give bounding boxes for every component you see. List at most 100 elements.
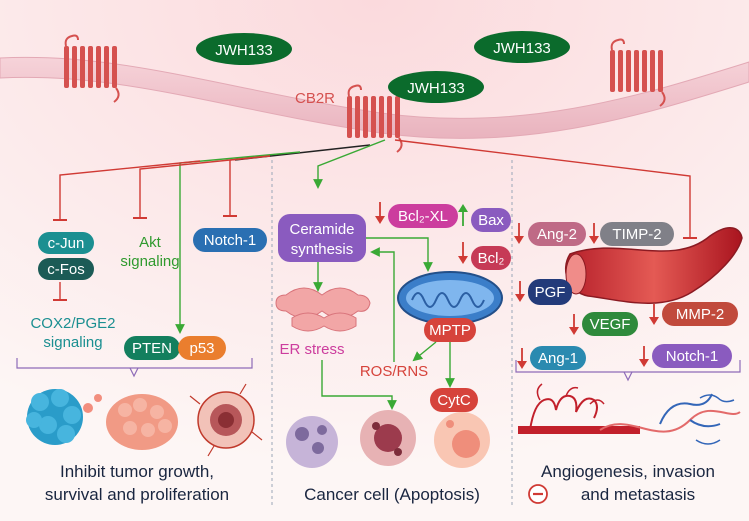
receptor-signal-lines (53, 139, 697, 334)
pill-ang2: Ang-2 (528, 222, 586, 246)
svg-text:Bax: Bax (478, 212, 504, 229)
er-icon (275, 287, 371, 332)
transmembrane-helix (80, 46, 85, 88)
svg-text:Bcl₂: Bcl₂ (478, 250, 505, 267)
right-outcome-line2: and metastasis (581, 485, 695, 504)
pill-cjun: c-Jun (38, 232, 94, 254)
svg-text:MPTP: MPTP (429, 322, 471, 339)
middle-green-arrows (313, 237, 455, 410)
arrow-down-bcl2-icon (458, 242, 468, 264)
arrow-up-bax-icon (458, 204, 468, 226)
pill-notch1-left: Notch-1 (193, 228, 267, 252)
down-arrow-head-icon (569, 327, 579, 335)
ros-label: ROS/RNS (360, 363, 428, 380)
down-arrow-head-icon (515, 294, 525, 302)
minus-icon (528, 484, 548, 504)
cb2r-receptor-right-icon (610, 38, 666, 107)
pill-bclxl: Bcl₂-XL (388, 204, 458, 228)
pill-vegf: VEGF (582, 312, 638, 336)
transmembrane-helix (371, 96, 376, 138)
svg-text:MMP-2: MMP-2 (676, 306, 724, 323)
ceramide-box: Ceramide synthesis (278, 214, 366, 262)
pill-mmp2: MMP-2 (662, 302, 738, 326)
pill-bcl2: Bcl₂ (471, 246, 511, 270)
svg-text:PTEN: PTEN (132, 340, 172, 357)
svg-text:JWH133: JWH133 (407, 80, 465, 97)
svg-text:CytC: CytC (437, 392, 471, 409)
down-arrow-head-icon (639, 359, 649, 367)
ligand-jwh133-center: JWH133 (388, 71, 484, 103)
transmembrane-helix (363, 96, 368, 138)
pill-p53: p53 (178, 336, 226, 360)
transmembrane-helix (379, 96, 384, 138)
transmembrane-helix (395, 96, 400, 138)
pill-notch1-right: Notch-1 (652, 344, 732, 368)
tumor-cluster-pink-icon (106, 394, 178, 450)
pill-cytc: CytC (430, 388, 478, 412)
svg-text:VEGF: VEGF (590, 316, 631, 333)
transmembrane-helix (88, 46, 93, 88)
mitochondrion-icon (397, 271, 503, 325)
apoptotic-cell-1-icon (286, 416, 338, 468)
transmembrane-helix (650, 50, 655, 92)
transmembrane-helix (355, 96, 360, 138)
right-bracket (515, 360, 741, 382)
transmembrane-helix (72, 46, 77, 88)
svg-text:JWH133: JWH133 (493, 40, 551, 57)
svg-text:p53: p53 (189, 340, 214, 357)
left-outcome-line2: survival and proliferation (45, 485, 229, 504)
ligand-jwh133-right: JWH133 (474, 31, 570, 63)
svg-text:Notch-1: Notch-1 (666, 348, 719, 365)
left-outcome-line1: Inhibit tumor growth, (60, 462, 214, 481)
right-panel-down-arrows (514, 223, 659, 369)
svg-text:Notch-1: Notch-1 (204, 232, 257, 249)
transmembrane-helix (634, 50, 639, 92)
ligand-jwh133-left: JWH133 (196, 33, 292, 65)
arrow-down-bclxl-icon (375, 202, 385, 224)
receptor-label: CB2R (295, 90, 335, 107)
cb2r-receptor-center-icon (347, 84, 403, 153)
transmembrane-helix (618, 50, 623, 92)
down-arrow-head-icon (517, 361, 527, 369)
transmembrane-helix (658, 50, 663, 92)
cox-label-1: COX2/PGE2 (30, 315, 115, 332)
er-stress-label: ER stress (279, 341, 344, 358)
svg-text:Ang-1: Ang-1 (538, 350, 578, 367)
akt-label-2: signaling (120, 253, 179, 270)
down-arrow-head-icon (649, 317, 659, 325)
down-arrow-head-icon (589, 236, 599, 244)
transmembrane-helix (626, 50, 631, 92)
pill-pgf: PGF (528, 279, 572, 305)
svg-text:synthesis: synthesis (291, 241, 354, 258)
blood-vessel-icon (565, 227, 743, 304)
down-arrow-head-icon (514, 236, 524, 244)
pill-timp2: TIMP-2 (600, 222, 674, 246)
transmembrane-helix (64, 46, 69, 88)
pill-mptp: MPTP (424, 318, 476, 342)
apoptotic-cell-2-icon (360, 410, 416, 466)
cell-membrane (0, 56, 749, 140)
akt-label-1: Akt (139, 234, 162, 251)
svg-text:TIMP-2: TIMP-2 (612, 226, 661, 243)
tumor-vascularized-icon (189, 383, 263, 457)
left-bracket (16, 358, 253, 378)
svg-text:Ceramide: Ceramide (289, 221, 354, 238)
transmembrane-helix (112, 46, 117, 88)
cb2r-receptor-left-icon (64, 34, 120, 103)
right-outcome-line1: Angiogenesis, invasion (541, 462, 715, 481)
middle-outcome: Cancer cell (Apoptosis) (304, 485, 480, 504)
svg-text:Bcl₂-XL: Bcl₂-XL (398, 208, 448, 225)
transmembrane-helix (347, 96, 352, 138)
capillary-network-icon (518, 383, 741, 445)
svg-text:c-Jun: c-Jun (48, 235, 85, 252)
pill-pten: PTEN (124, 336, 180, 360)
pill-cfos: c-Fos (38, 258, 94, 280)
transmembrane-helix (610, 50, 615, 92)
transmembrane-helix (387, 96, 392, 138)
pill-bax: Bax (471, 208, 511, 232)
pill-ang1: Ang-1 (530, 346, 586, 370)
tumor-cluster-blue-icon (26, 389, 102, 445)
cox-label-2: signaling (43, 334, 102, 351)
apoptotic-cell-3-icon (434, 412, 490, 468)
